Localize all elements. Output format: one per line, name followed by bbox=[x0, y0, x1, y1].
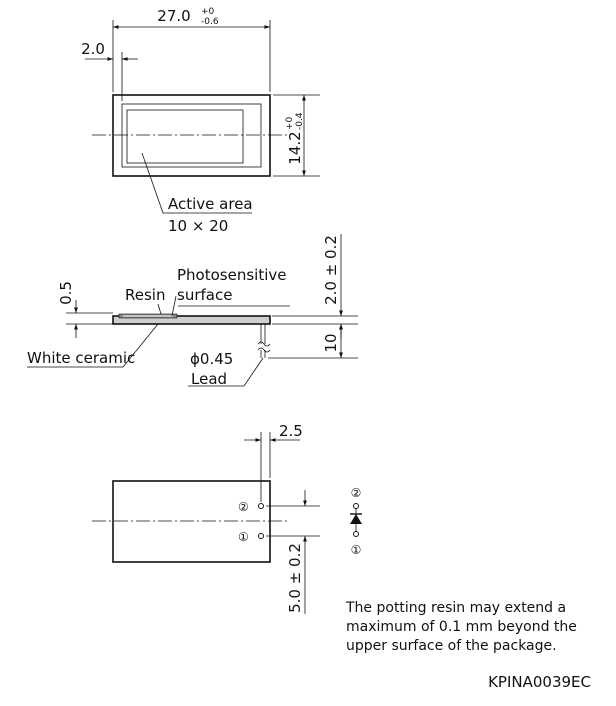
pin2-label: ② bbox=[238, 500, 249, 514]
white-ceramic-leader bbox=[27, 323, 159, 368]
pin1-label: ① bbox=[238, 530, 249, 544]
top-view: 27.0 +0 -0.6 2.0 14.2 +0 -0.4 Active are… bbox=[81, 7, 320, 235]
symbol-pin2-label: ② bbox=[351, 486, 362, 500]
note-line1: The potting resin may extend a bbox=[345, 600, 566, 616]
lead-length-dimension-value: 10 bbox=[322, 333, 340, 352]
symbol-pin2-terminal bbox=[353, 503, 359, 509]
symbol-pin1-label: ① bbox=[351, 543, 362, 557]
frame-inner-outline bbox=[121, 103, 262, 168]
height-dimension-value: 14.2 bbox=[286, 131, 304, 164]
symbol-pin1-terminal bbox=[353, 531, 359, 537]
package-outline bbox=[112, 94, 271, 177]
width-dimension-value: 27.0 bbox=[157, 7, 190, 25]
diode-triangle bbox=[350, 514, 362, 524]
photodiode-symbol: ② ① bbox=[350, 486, 362, 557]
pin-offset-dimension-value: 2.5 bbox=[279, 422, 303, 440]
pin1-pad bbox=[258, 533, 264, 539]
photosensitive-leader bbox=[171, 295, 177, 317]
lead-leader bbox=[188, 357, 264, 387]
note-line2: maximum of 0.1 mm beyond the bbox=[346, 619, 577, 635]
note: The potting resin may extend a maximum o… bbox=[345, 600, 577, 654]
lead-break-mark bbox=[257, 341, 271, 347]
photosensitive-label-line1: Photosensitive bbox=[177, 266, 286, 284]
width-tolerance-lower: -0.6 bbox=[201, 17, 219, 27]
photosensitive-label-line2: surface bbox=[177, 286, 232, 304]
bottom-view: ② ① 2.5 5.0 ± 0.2 bbox=[92, 422, 320, 614]
side-view: 0.5 2.0 ± 0.2 10 Photosensitive surface … bbox=[27, 234, 358, 388]
lead-break-mark bbox=[257, 347, 271, 353]
active-area-label: Active area bbox=[168, 195, 253, 213]
active-area-outline bbox=[126, 109, 244, 164]
package-bottom-outline bbox=[112, 480, 271, 563]
drawing-code: KPINA0039EC bbox=[488, 673, 591, 691]
height-dimension-value: 2.0 ± 0.2 bbox=[322, 235, 340, 305]
lead-diameter-value: ϕ0.45 bbox=[190, 350, 233, 368]
pin2-pad bbox=[258, 503, 264, 509]
resin-leader bbox=[157, 303, 162, 315]
frame-dimension-value: 2.0 bbox=[81, 40, 105, 58]
ceramic-body bbox=[112, 315, 271, 325]
white-ceramic-label: White ceramic bbox=[27, 349, 135, 367]
width-tolerance-upper: +0 bbox=[201, 7, 215, 17]
height-tolerance-lower: -0.4 bbox=[295, 112, 305, 130]
lead-label: Lead bbox=[191, 370, 227, 388]
resin-label: Resin bbox=[125, 286, 165, 304]
active-area-leader bbox=[141, 152, 252, 214]
thickness-dimension-value: 0.5 bbox=[57, 281, 75, 305]
active-area-size: 10 × 20 bbox=[168, 217, 228, 235]
height-tolerance-upper: +0 bbox=[285, 116, 295, 130]
pin-pitch-dimension-value: 5.0 ± 0.2 bbox=[286, 543, 304, 613]
note-line3: upper surface of the package. bbox=[346, 638, 557, 654]
